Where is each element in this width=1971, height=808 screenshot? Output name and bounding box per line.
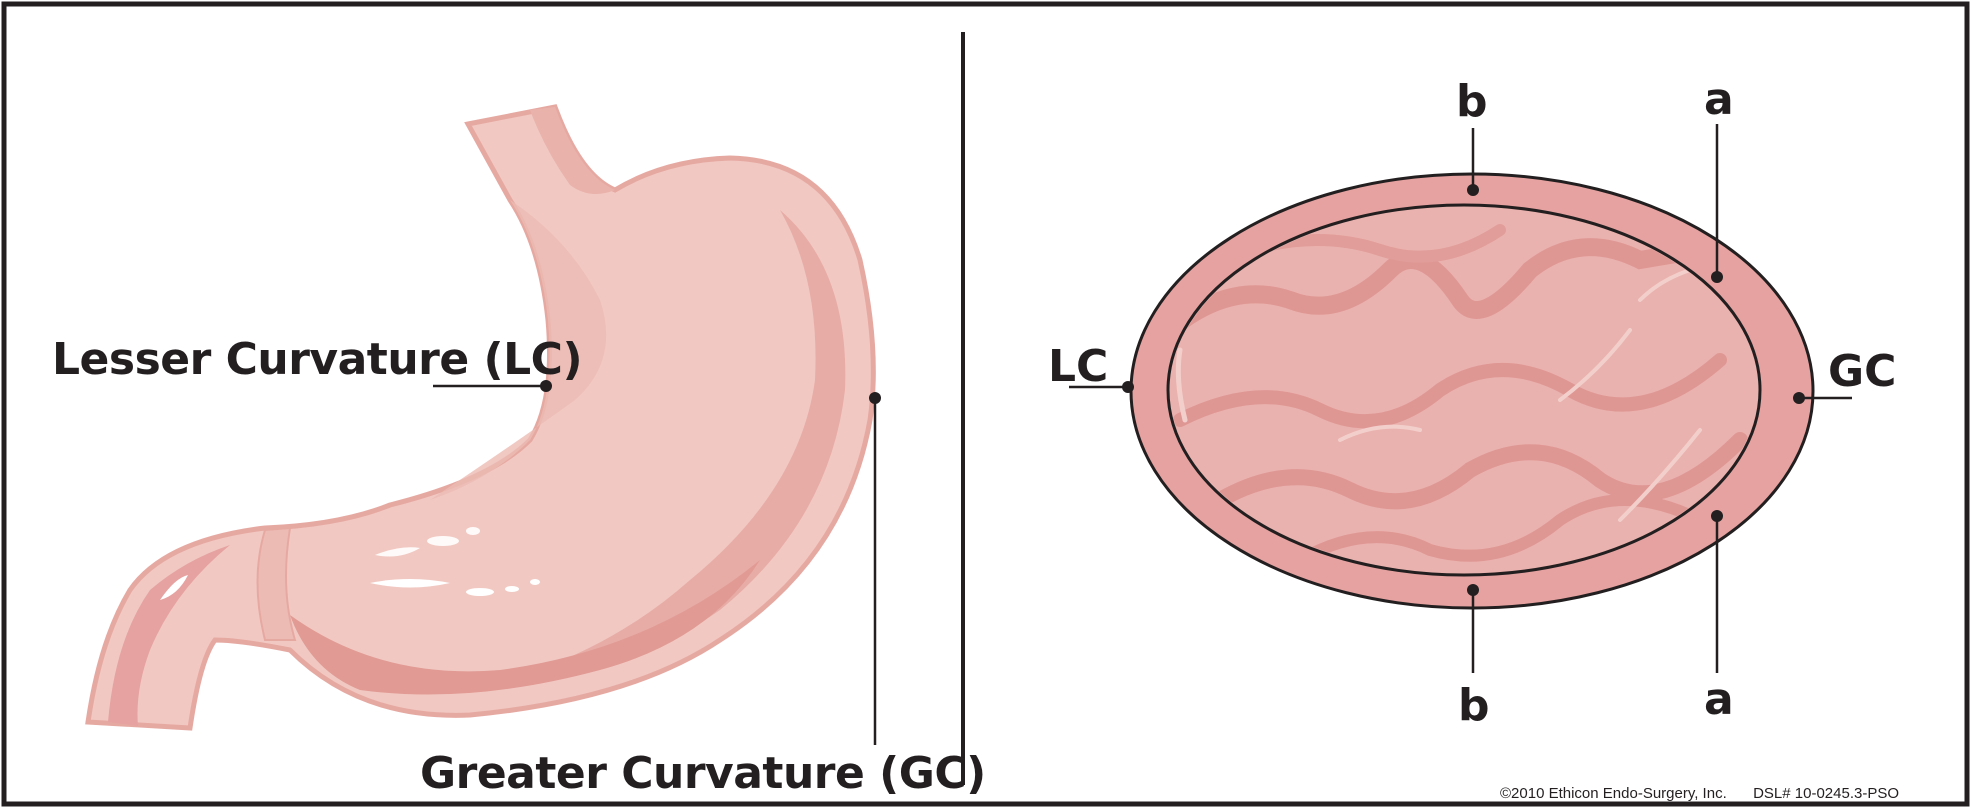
b-bottom-leader-dot — [1467, 584, 1479, 596]
label-b-top: b — [1456, 80, 1488, 124]
b-top-leader-dot — [1467, 184, 1479, 196]
highlight-6 — [505, 586, 519, 592]
gc-leader-dot — [869, 392, 881, 404]
label-lc: LC — [1048, 345, 1108, 389]
document-id: DSL# 10-0245.3-PSO — [1753, 785, 1899, 802]
highlight-7 — [530, 579, 540, 585]
lc-right-leader-dot — [1122, 381, 1134, 393]
label-a-bottom: a — [1704, 678, 1734, 722]
label-a-top: a — [1704, 78, 1734, 122]
label-b-bottom: b — [1458, 684, 1490, 728]
highlight-4 — [466, 527, 480, 535]
highlight-3 — [427, 536, 459, 546]
highlight-5 — [466, 588, 494, 596]
greater-curvature-label: Greater Curvature (GC) — [420, 752, 986, 796]
copyright-text: ©2010 Ethicon Endo-Surgery, Inc. DSL# 10… — [1500, 786, 1899, 801]
a-top-leader-dot — [1711, 271, 1723, 283]
gc-right-leader-dot — [1793, 392, 1805, 404]
a-bottom-leader-dot — [1711, 510, 1723, 522]
stomach-illustration — [88, 107, 873, 728]
label-gc: GC — [1828, 350, 1896, 394]
copyright-notice: ©2010 Ethicon Endo-Surgery, Inc. — [1500, 785, 1727, 802]
stomach-body — [88, 107, 873, 728]
lesser-curvature-label: Lesser Curvature (LC) — [52, 338, 582, 382]
cross-section — [1131, 174, 1813, 608]
